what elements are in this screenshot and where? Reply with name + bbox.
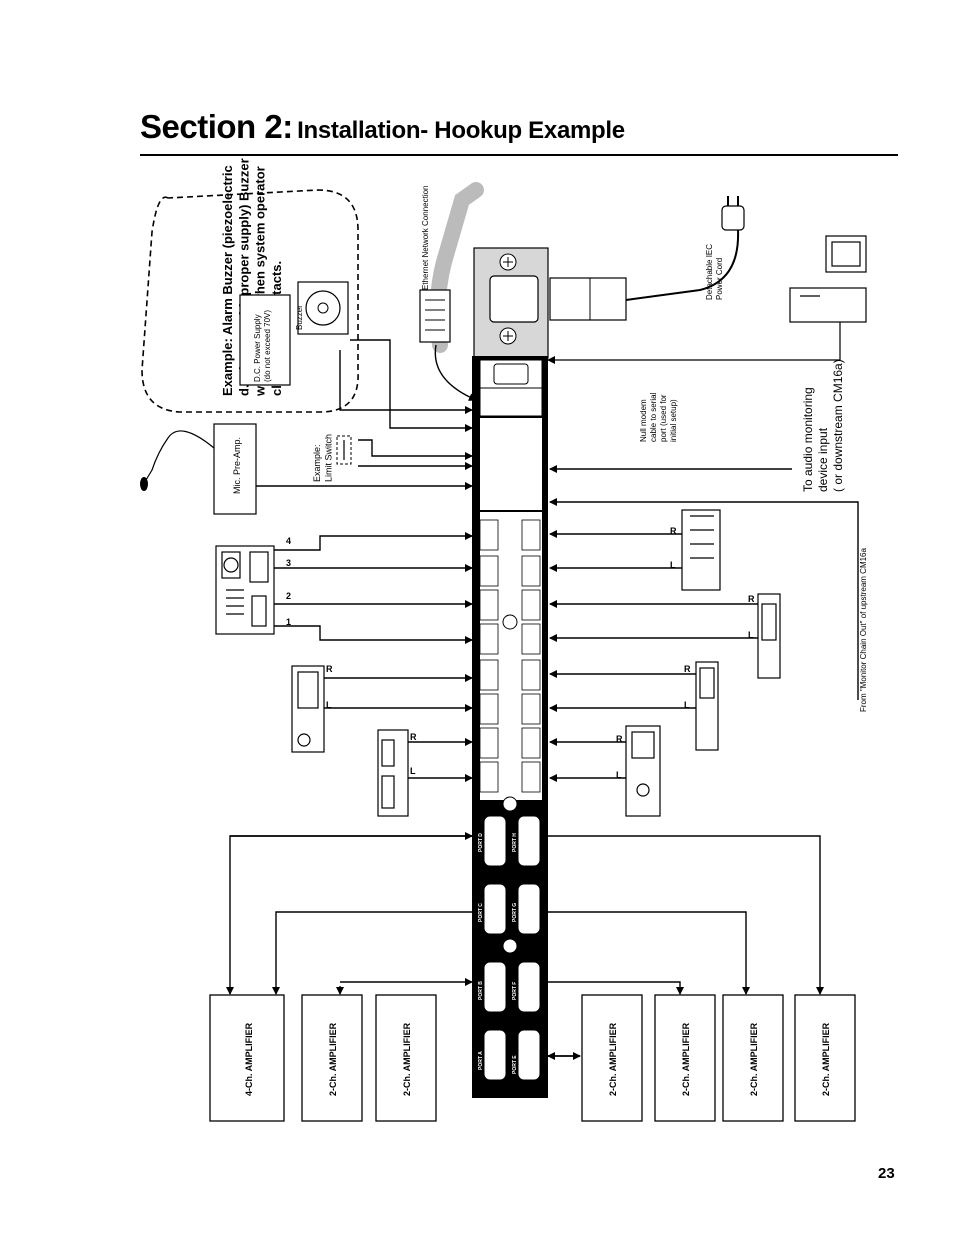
buzzer-example-callout: Example: Alarm Buzzer (piezoelectricd.c.…: [141, 158, 359, 413]
mixer-channel-1: 1: [286, 617, 291, 627]
amplifier-label: 4-Ch. AMPLIFIER: [244, 1022, 254, 1096]
amplifier-2ch: [794, 994, 856, 1122]
lr-right-1: R: [670, 526, 677, 536]
port-h-label: PORT H: [512, 833, 518, 852]
mic-preamp-label: Mic. Pre-Amp.: [232, 437, 242, 494]
lr-right-6: L: [684, 700, 690, 710]
keyboard-device: [681, 509, 721, 591]
amplifier-2ch: [581, 994, 643, 1122]
mixer-channel-3: 3: [286, 558, 291, 568]
iec-label: Detachable IECPower Cord: [705, 244, 724, 300]
lr-right-8: L: [616, 770, 622, 780]
cd-player-right: [757, 593, 781, 679]
null-modem-label: Null modemcable to serialport (used fori…: [639, 392, 678, 442]
amplifier-row: [209, 994, 856, 1122]
power-inlet: Detachable IECPower Cord: [473, 196, 745, 359]
monitor-chain-label: From "Monitor Chain Out" of upstream CM1…: [859, 547, 868, 712]
db15-connectors: [483, 815, 541, 1081]
amplifier-2ch: [722, 994, 784, 1122]
lr-left-2: L: [326, 700, 332, 710]
section-label: Section 2:: [140, 108, 293, 145]
lr-left-1: R: [326, 664, 333, 674]
receiver-right: [625, 725, 661, 817]
port-e-label: PORT E: [512, 1055, 518, 1074]
amplifier-2ch: [301, 994, 363, 1122]
port-f-label: PORT F: [512, 982, 518, 1000]
lr-right-5: R: [684, 664, 691, 674]
lr-left-4: L: [410, 766, 416, 776]
port-b-label: PORT B: [478, 981, 484, 1000]
mixer-console: [215, 545, 275, 635]
port-g-label: PORT G: [512, 903, 518, 922]
lr-right-7: R: [616, 734, 623, 744]
section-heading: Section 2: Installation- Hookup Example: [140, 108, 625, 146]
limit-switch: Example:Limit Switch: [312, 434, 352, 482]
rack-unit: PORT A PORT B PORT C PORT D PORT E PORT …: [472, 356, 548, 1098]
buzzer-label: Buzzer: [295, 305, 304, 330]
amplifier-label: 2-Ch. AMPLIFIER: [681, 1022, 691, 1096]
page-number: 23: [878, 1165, 895, 1182]
amp-wiring: [226, 832, 824, 1060]
heading-rule: [140, 154, 898, 156]
ethernet-cable: Ethernet Network Connection: [419, 182, 484, 401]
amplifier-2ch: [654, 994, 716, 1122]
amplifier-label: 2-Ch. AMPLIFIER: [749, 1022, 759, 1096]
mixer-channel-4: 4: [286, 536, 291, 546]
port-a-label: PORT A: [478, 1051, 484, 1070]
tape-deck-left: [377, 729, 409, 817]
lr-right-4: L: [748, 630, 754, 640]
port-c-label: PORT C: [478, 903, 484, 922]
audio-monitoring-label: To audio monitoringdevice input( or down…: [801, 359, 845, 492]
microphone-icon: [140, 477, 148, 491]
dc-power-supply-label: D.C. Power Supply(do not exceed 70V): [253, 310, 272, 382]
mic-preamp: Mic. Pre-Amp.: [140, 423, 257, 515]
port-d-label: PORT D: [478, 833, 484, 852]
lr-right-3: R: [748, 594, 755, 604]
tape-deck-right: [695, 661, 719, 751]
power-plug-icon: [721, 205, 745, 231]
ethernet-label: Ethernet Network Connection: [421, 186, 430, 291]
amplifier-2ch: [375, 994, 437, 1122]
ethernet-plug: [419, 289, 451, 343]
rack-terminal-rows: [479, 519, 541, 793]
amplifier-label: 2-Ch. AMPLIFIER: [608, 1022, 618, 1096]
amplifier-label: 2-Ch. AMPLIFIER: [328, 1022, 338, 1096]
mixer-channel-2: 2: [286, 591, 291, 601]
amplifier-label: 2-Ch. AMPLIFIER: [402, 1022, 412, 1096]
limit-switch-label: Example:Limit Switch: [312, 434, 333, 482]
amplifier-label: 2-Ch. AMPLIFIER: [821, 1022, 831, 1096]
computer-icon: [547, 235, 867, 364]
lr-left-3: R: [410, 732, 417, 742]
cd-player-left: [291, 665, 325, 753]
wiring: [256, 339, 758, 782]
section-title: Installation- Hookup Example: [297, 117, 625, 144]
amplifier-4ch: [209, 994, 285, 1122]
iec-connector: [549, 277, 627, 321]
lr-right-2: L: [670, 560, 676, 570]
dc-power-supply-box: [239, 294, 291, 386]
